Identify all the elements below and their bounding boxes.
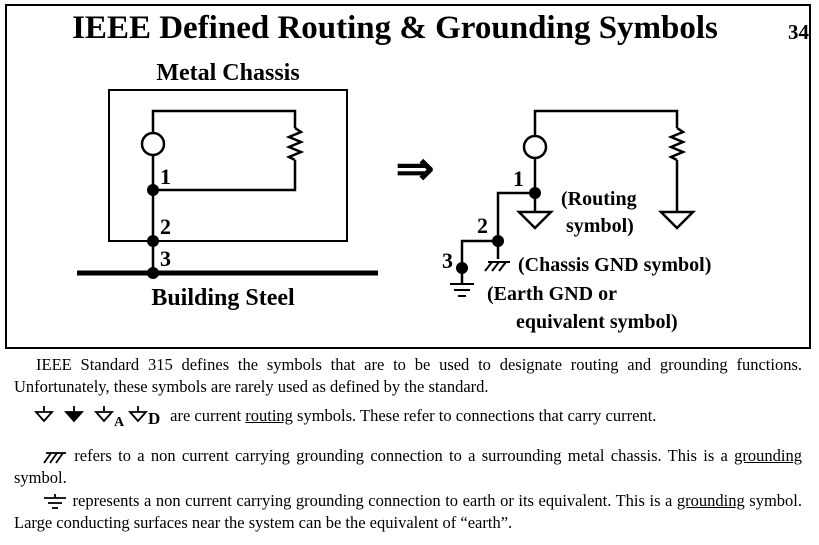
right-circuit-wire: [533, 109, 679, 136]
routing-word: routing: [245, 405, 293, 425]
earth-grounding-word: grounding: [676, 491, 745, 510]
grounding-diagram: Metal Chassis 1 2 3 Building Steel ⇒ 1 2…: [77, 60, 711, 333]
chassis-label: Metal Chassis: [156, 60, 299, 86]
chassis-gnd-label: (Chassis GND symbol): [518, 254, 711, 276]
steel-label: Building Steel: [151, 285, 295, 311]
right-node-label-1: 1: [513, 166, 524, 191]
left-circuit-wire: [151, 109, 297, 133]
earth-paragraph: represents a non current carrying ground…: [14, 490, 802, 534]
chassis-box: [108, 89, 348, 242]
right-routing-symbol-1: [515, 210, 555, 230]
left-resistor: [285, 126, 305, 162]
svg-text:A: A: [114, 415, 125, 430]
routing-label-2: symbol): [566, 215, 634, 237]
chassis-text-2: symbol.: [14, 468, 67, 487]
left-node-label-3: 3: [160, 246, 171, 271]
chassis-grounding-word: grounding: [734, 446, 803, 465]
earth-gnd-label-2: equivalent symbol): [516, 311, 678, 333]
earth-text-1: represents a non current carrying ground…: [72, 491, 673, 510]
routing-label-1: (Routing: [561, 188, 637, 210]
transform-arrow: ⇒: [396, 143, 435, 194]
slide-number: 34: [788, 20, 809, 44]
right-routing-symbol-2: [657, 210, 697, 230]
routing-paragraph: A D are current routing symbols. These r…: [34, 404, 804, 430]
earth-text-2: symbol. Large conducting surfaces near t…: [14, 491, 803, 532]
page-title: IEEE Defined Routing & Grounding Symbols: [72, 10, 718, 46]
intro-paragraph: IEEE Standard 315 defines the symbols th…: [14, 355, 802, 396]
left-return-wire: [153, 160, 297, 192]
earth-gnd-label-1: (Earth GND or: [487, 283, 617, 305]
chassis-gnd-icon: [43, 452, 66, 464]
right-branch-wire: [496, 191, 535, 241]
left-source-circle: [140, 131, 166, 157]
routing-text-post: symbols. These refer to connections that…: [292, 405, 657, 425]
chassis-text-1: refers to a non current carrying groundi…: [74, 446, 728, 465]
right-node-label-2: 2: [477, 213, 488, 238]
svg-text:D: D: [148, 409, 160, 428]
right-source-circle: [522, 134, 548, 160]
right-node-label-3: 3: [442, 248, 453, 273]
routing-text-pre: are current: [170, 405, 246, 425]
left-node-label-2: 2: [160, 214, 171, 239]
earth-gnd-icon: [44, 494, 66, 510]
right-earth-gnd-symbol: [450, 283, 474, 297]
right-node-3: [456, 262, 468, 274]
chassis-paragraph: refers to a non current carrying groundi…: [14, 445, 802, 489]
right-chassis-gnd-symbol: [484, 261, 510, 272]
right-resistor: [667, 126, 687, 162]
left-node-1: [147, 184, 159, 196]
slide-frame: [5, 4, 811, 349]
left-node-label-1: 1: [160, 164, 171, 189]
left-node-2: [147, 235, 159, 247]
routing-symbols-icon: A D: [34, 406, 160, 430]
